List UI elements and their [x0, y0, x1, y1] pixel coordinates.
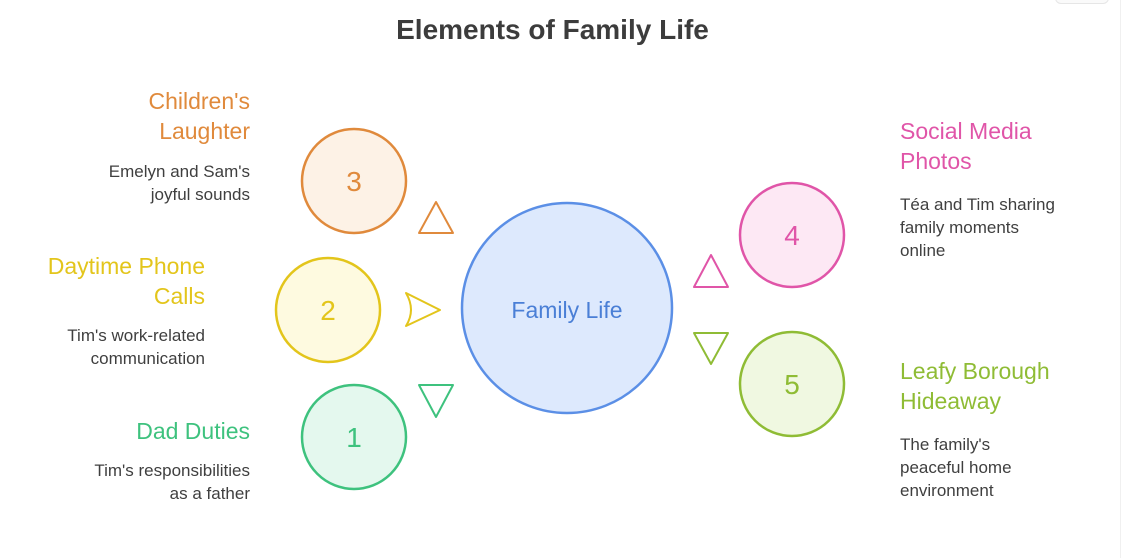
desc-leafy: The family's peaceful home environment: [900, 433, 1012, 502]
node-number: 1: [346, 422, 362, 453]
heading-line: Daytime Phone: [47, 253, 205, 279]
desc-line: communication: [90, 349, 205, 368]
node-number: 2: [320, 295, 336, 326]
heading-line: Dad Duties: [136, 418, 250, 444]
arrow-triangle-icon-children: [418, 201, 454, 234]
heading-line: Children's: [148, 88, 250, 114]
node-children: 3: [300, 127, 408, 235]
heading-line: Calls: [153, 283, 205, 309]
node-number: 4: [784, 220, 800, 251]
heading-line: Laughter: [159, 118, 250, 144]
node-circle: [300, 127, 408, 235]
desc-line: family moments: [900, 218, 1020, 237]
node-leafy: 5: [738, 330, 846, 438]
heading-children: Children's Laughter: [148, 86, 250, 146]
edge-line: [1120, 0, 1121, 558]
diagram-title: Elements of Family Life: [396, 14, 709, 45]
arrow-triangle-icon-phone: [405, 292, 441, 327]
node-circle: [738, 330, 846, 438]
heading-dad: Dad Duties: [136, 416, 250, 446]
desc-line: Emelyn and Sam's: [108, 162, 250, 181]
desc-social: Téa and Tim sharing family moments onlin…: [900, 193, 1055, 262]
heading-leafy: Leafy Borough Hideaway: [900, 356, 1050, 416]
node-number: 5: [784, 369, 800, 400]
desc-phone: Tim's work-related communication: [67, 324, 205, 370]
desc-children: Emelyn and Sam's joyful sounds: [109, 160, 250, 206]
arrow-triangle-icon-leafy: [693, 332, 729, 365]
heading-line: Social Media: [900, 118, 1032, 144]
center-circle: [460, 201, 674, 415]
desc-dad: Tim's responsibilities as a father: [94, 459, 250, 505]
heading-line: Hideaway: [900, 388, 1001, 414]
heading-phone: Daytime Phone Calls: [48, 251, 205, 311]
arrow-triangle-icon-social: [693, 254, 729, 288]
arrow-triangle-icon-dad: [418, 384, 454, 418]
node-circle: [274, 256, 382, 364]
heading-line: Leafy Borough: [900, 358, 1050, 384]
node-number: 3: [346, 166, 362, 197]
desc-line: peaceful home: [900, 458, 1012, 477]
desc-line: as a father: [169, 484, 250, 503]
node-circle: [738, 181, 846, 289]
desc-line: The family's: [900, 435, 991, 454]
desc-line: Tim's responsibilities: [94, 461, 250, 480]
desc-line: Téa and Tim sharing: [900, 195, 1055, 214]
desc-line: online: [900, 241, 946, 260]
node-dad: 1: [300, 383, 408, 491]
node-social: 4: [738, 181, 846, 289]
heading-line: Photos: [900, 148, 972, 174]
node-phone: 2: [274, 256, 382, 364]
center-label: Family Life: [511, 297, 622, 323]
heading-social: Social Media Photos: [900, 116, 1032, 176]
desc-line: joyful sounds: [150, 185, 250, 204]
node-circle: [300, 383, 408, 491]
desc-line: Tim's work-related: [67, 326, 205, 345]
desc-line: environment: [900, 481, 994, 500]
